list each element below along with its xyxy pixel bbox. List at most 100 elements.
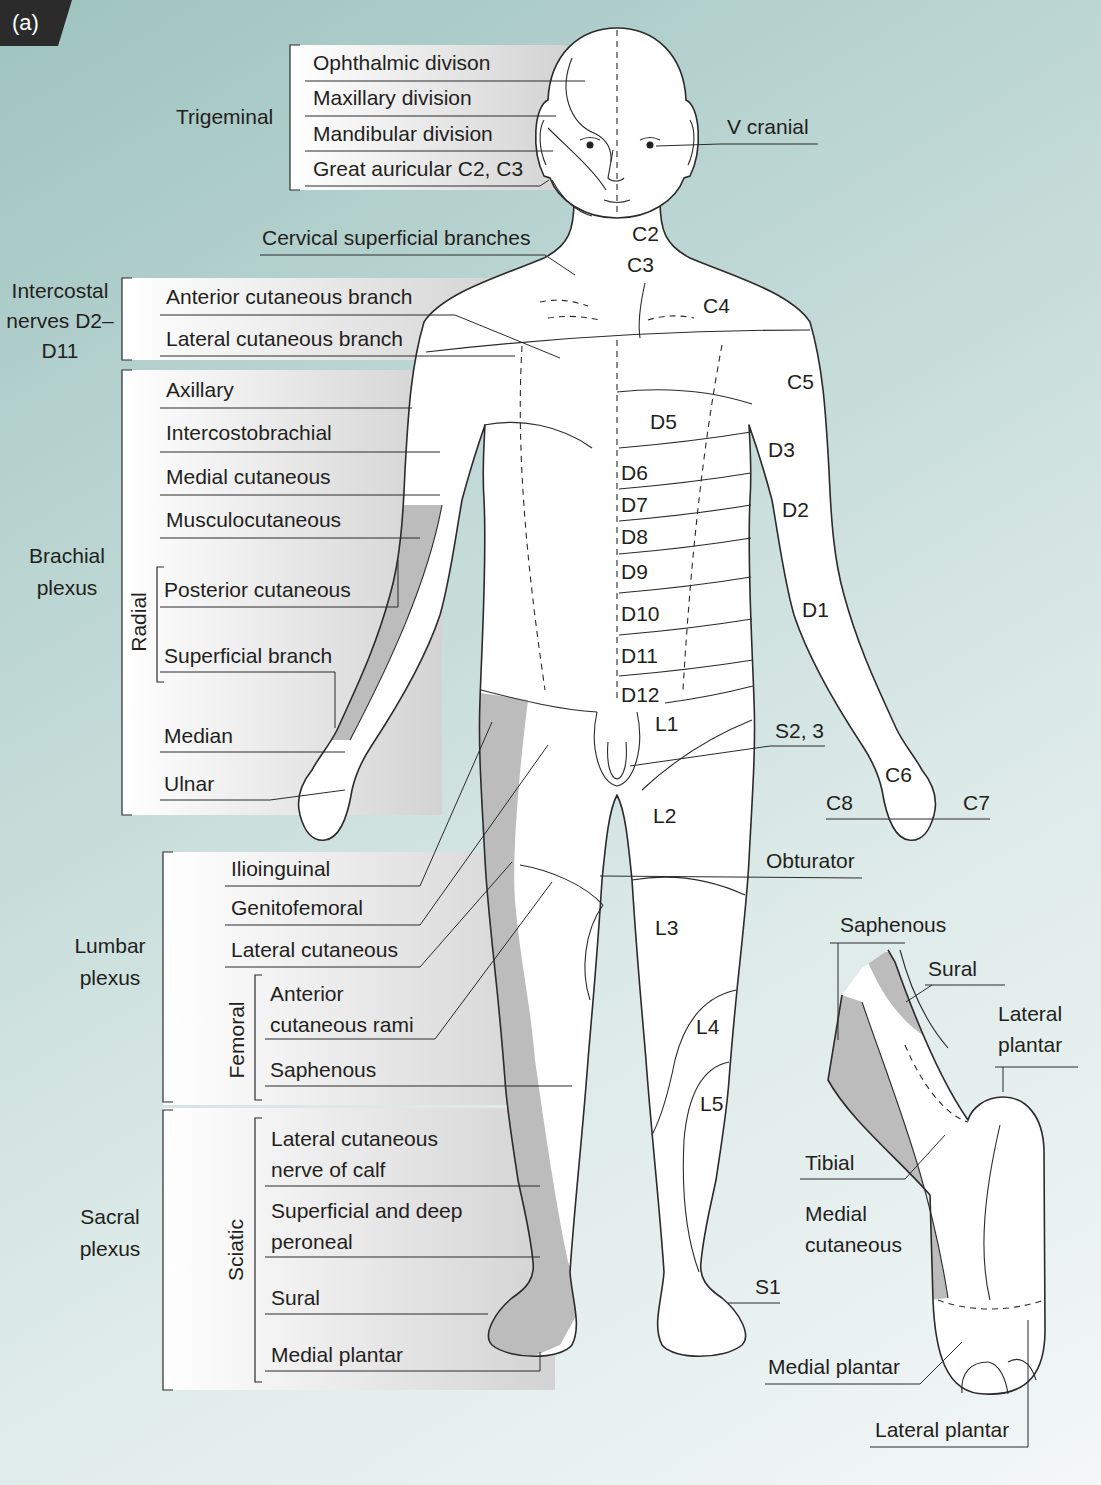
eyelid <box>580 138 600 141</box>
nerve-label: Axillary <box>166 377 234 403</box>
nerve-label: Medial plantar <box>768 1354 900 1380</box>
dermatome-label: S2, 3 <box>775 718 824 744</box>
dermatome-line <box>665 686 753 703</box>
dermatome-label: D11 <box>621 643 658 669</box>
leader-line <box>305 151 553 152</box>
dermatome-label: D3 <box>768 437 795 463</box>
leader-line <box>728 1303 780 1304</box>
nerve-label: Medial plantar <box>271 1342 403 1368</box>
eye <box>587 142 594 149</box>
leader-line <box>160 495 440 496</box>
dermatome-line <box>639 283 645 338</box>
nerve-label: Ilioinguinal <box>231 856 330 882</box>
dermatome-line <box>632 877 745 895</box>
nerve-label: Medial cutaneous <box>166 464 331 490</box>
eye <box>647 142 654 149</box>
group-heading: Lumbar plexus <box>62 930 158 994</box>
toe-line <box>988 1362 1008 1394</box>
group-heading: Sciatic <box>223 1219 249 1281</box>
trigeminal-boundary <box>566 58 611 162</box>
group-heading: Intercostal nerves D2–D11 <box>4 276 116 366</box>
ear-line <box>540 120 546 165</box>
genitalia <box>608 742 627 779</box>
dermatome-label: C5 <box>787 369 814 395</box>
dermatome-label: D7 <box>621 492 648 518</box>
nerve-label: Lateral cutaneous branch <box>166 326 403 352</box>
nerve-label: V cranial <box>727 114 809 140</box>
group-bracket <box>163 1110 173 1390</box>
dermatome-label: L5 <box>700 1091 723 1117</box>
label-panel <box>122 370 442 815</box>
leader-line <box>656 144 818 146</box>
nerve-label: Superficial and deep peroneal <box>271 1195 486 1257</box>
dermatome-line <box>617 390 752 404</box>
nerve-label: Maxillary division <box>313 85 472 111</box>
nerve-label: Intercostobrachial <box>166 420 332 446</box>
dermatome-label: C3 <box>627 252 654 278</box>
dermatome-label: C7 <box>963 790 990 816</box>
leader-line <box>800 1135 945 1179</box>
trigeminal-boundary <box>552 180 592 216</box>
group-bracket <box>157 567 164 682</box>
dermatome-lines <box>350 283 810 1272</box>
group-bracket <box>290 45 300 190</box>
leader-line <box>160 315 560 358</box>
head-outline <box>536 28 699 218</box>
leader-line <box>925 985 1005 986</box>
radial-area <box>300 505 442 740</box>
leader-line <box>160 560 398 607</box>
head-midline <box>616 30 617 215</box>
leader-line <box>826 819 990 820</box>
nerve-label: Lateral cutaneous <box>231 937 398 963</box>
dermatome-label: D1 <box>802 597 829 623</box>
nerve-label: Saphenous <box>840 912 946 938</box>
dermatome-label: C2 <box>632 221 659 247</box>
nerve-boundary <box>984 1125 1000 1300</box>
nerve-label: Superficial branch <box>164 643 332 669</box>
nerve-label: Posterior cutaneous <box>164 577 351 603</box>
nerve-label: Saphenous <box>270 1057 376 1083</box>
nerve-label: Anterior cutaneous rami <box>270 978 445 1040</box>
leader-line <box>160 452 440 453</box>
group-bracket <box>163 852 173 1102</box>
leader-line <box>265 1257 540 1258</box>
nerve-label: Sural <box>928 956 977 982</box>
leader-line <box>1003 1067 1004 1092</box>
nerve-label: Medial cutaneous <box>805 1198 925 1260</box>
leader-line <box>600 876 862 878</box>
leader-line <box>160 538 420 539</box>
leader-line <box>765 1342 962 1384</box>
leader-line <box>838 943 839 1040</box>
group-heading: Brachial plexus <box>16 540 118 604</box>
dermatome-label: D6 <box>621 460 648 486</box>
dermatome-label: C4 <box>703 293 730 319</box>
tag-outline <box>0 0 72 46</box>
nerve-boundary <box>481 690 597 712</box>
leader-line <box>630 746 825 766</box>
nerve-label: Genitofemoral <box>231 895 363 921</box>
tag-text: (a) <box>0 10 39 36</box>
group-heading: Sacral plexus <box>62 1201 158 1265</box>
leader-lines <box>160 81 1078 1447</box>
nerve-boundary <box>520 865 603 905</box>
dermatome-label: L1 <box>655 711 678 737</box>
leader-line <box>160 672 335 728</box>
leader-line <box>160 752 345 753</box>
nerve-label: Great auricular C2, C3 <box>313 156 523 182</box>
dashed-boundary <box>520 346 545 690</box>
dashed-boundary <box>938 1300 1044 1309</box>
leader-line <box>260 255 575 275</box>
face-details <box>540 30 694 216</box>
dermatome-label: D2 <box>782 497 809 523</box>
dermatome-label: D12 <box>621 682 660 708</box>
body-outline <box>299 200 936 1356</box>
dashed-boundaries <box>520 300 722 700</box>
dermatome-label: D10 <box>621 601 660 627</box>
dermatome-label: D8 <box>621 524 648 550</box>
leader-line <box>305 81 585 82</box>
nerve-boundary <box>484 422 592 448</box>
group-heading: Trigeminal <box>176 104 273 130</box>
nerve-label: Obturator <box>766 848 855 874</box>
figure-tag: (a) <box>0 0 72 46</box>
